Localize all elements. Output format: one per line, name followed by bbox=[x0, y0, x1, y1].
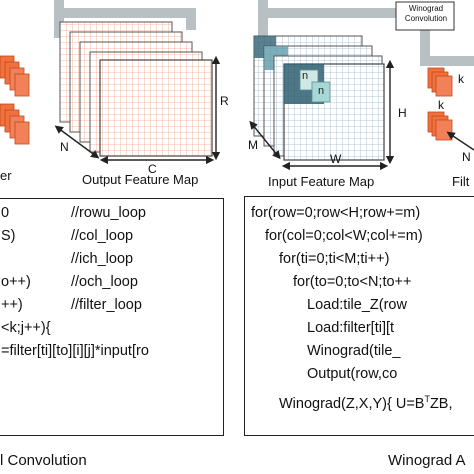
dim-c-label: C bbox=[148, 162, 157, 176]
left-comment-4: //filter_loop bbox=[71, 297, 142, 313]
right-code-5: Load:filter[ti][t bbox=[307, 320, 395, 336]
dim-n-label-left: N bbox=[60, 140, 69, 154]
left-comment-3: //och_loop bbox=[71, 274, 138, 290]
right-code-1: for(col=0;col<W;col+=m) bbox=[265, 228, 423, 244]
winograd-box-label: Winograd Convolution bbox=[404, 4, 448, 23]
dim-h-label: H bbox=[398, 106, 407, 120]
right-code-8-tail: ZB, bbox=[429, 395, 453, 412]
left-connector-bar bbox=[54, 0, 196, 38]
left-filter-label: er bbox=[0, 168, 12, 183]
right-code-6: Winograd(tile_ bbox=[307, 343, 401, 359]
dim-m-arrow bbox=[249, 120, 281, 160]
tile-n-label-1: n bbox=[302, 70, 309, 82]
right-code-8-main: Winograd(Z,X,Y){ U=B bbox=[279, 395, 425, 412]
right-code-0: for(row=0;row<H;row+=m) bbox=[251, 205, 421, 221]
right-code-4: Load:tile_Z(row bbox=[307, 297, 407, 313]
right-code-2: for(ti=0;ti<M;ti++) bbox=[279, 251, 390, 267]
left-caption: l Convolution bbox=[0, 452, 87, 469]
dim-n-label-right: N bbox=[462, 150, 471, 164]
right-code-panel: for(row=0;row<H;row+=m) for(col=0;col<W;… bbox=[244, 196, 474, 436]
winograd-box bbox=[395, 1, 455, 31]
left-code-1: S) bbox=[1, 228, 16, 244]
tile-n-label-2: n bbox=[318, 85, 325, 97]
right-code-7: Output(row,co bbox=[307, 366, 398, 382]
dim-k-label-top: k bbox=[458, 72, 464, 86]
dim-n-arrow-right bbox=[446, 131, 474, 151]
dim-w-label: W bbox=[330, 152, 342, 166]
dim-k-label-bottom: k bbox=[438, 98, 444, 112]
transpose-superscript: T bbox=[424, 394, 430, 404]
left-code-3: o++) bbox=[1, 274, 31, 290]
right-code-3: for(to=0;to<N;to++ bbox=[293, 274, 412, 290]
left-comment-0: //rowu_loop bbox=[71, 205, 146, 221]
right-filter-cubes bbox=[427, 67, 453, 141]
left-code-panel: 0 //rowu_loop S) //col_loop //ich_loop o… bbox=[0, 198, 224, 436]
left-comment-2: //ich_loop bbox=[71, 251, 134, 267]
right-filter-label: Filt bbox=[452, 174, 470, 189]
dim-m-label: M bbox=[248, 138, 258, 152]
left-code-6: =filter[ti][to][i][j]*input[ro bbox=[1, 343, 149, 359]
dim-n-arrow-left bbox=[54, 125, 100, 159]
input-feature-map-label: Input Feature Map bbox=[268, 174, 375, 189]
left-comment-1: //col_loop bbox=[71, 228, 134, 244]
right-connector-bar bbox=[258, 0, 474, 66]
output-feature-map-label: Output Feature Map bbox=[82, 172, 199, 187]
right-code-8: Winograd(Z,X,Y){ U=BTZB, bbox=[279, 391, 453, 413]
dim-r-label: R bbox=[220, 94, 229, 108]
left-code-5: <k;j++){ bbox=[1, 320, 51, 336]
left-code-4: ++) bbox=[1, 297, 23, 313]
left-code-0: 0 bbox=[1, 205, 10, 221]
output-feature-map-stack bbox=[59, 21, 213, 157]
left-filter-cubes bbox=[0, 55, 30, 145]
right-caption: Winograd A bbox=[388, 452, 466, 469]
input-feature-map-stack bbox=[253, 35, 385, 161]
